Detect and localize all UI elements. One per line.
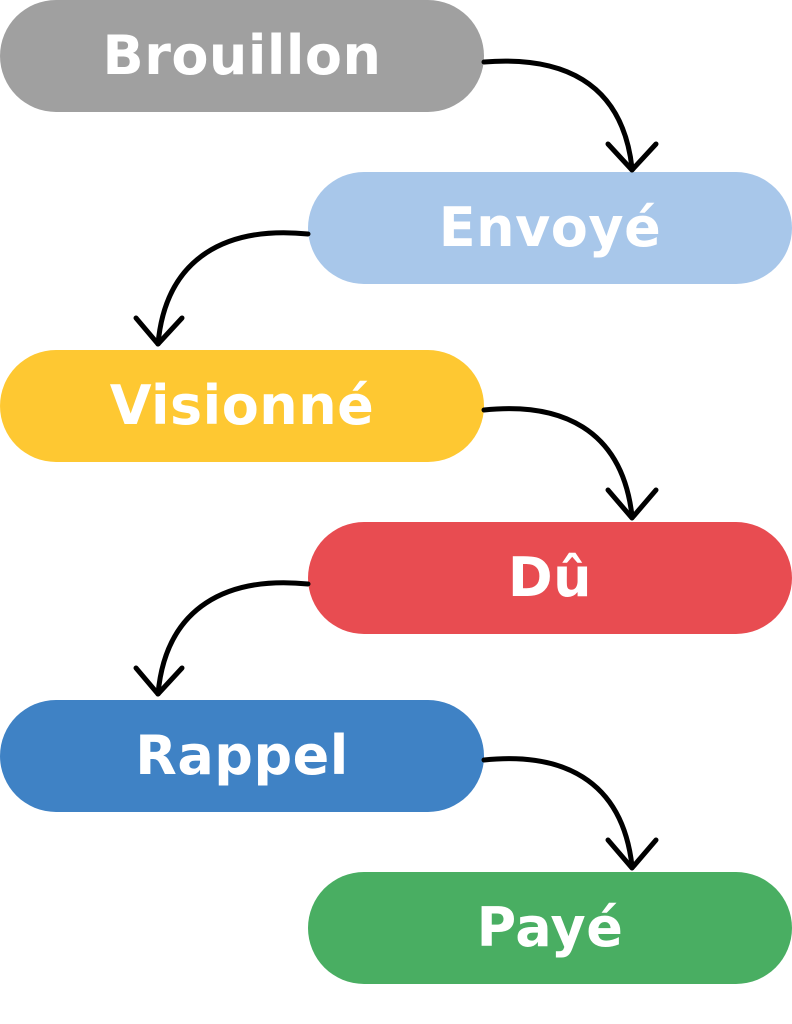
arrow-curved-left-down-icon — [133, 580, 311, 697]
status-step-rappel: Rappel — [0, 700, 484, 812]
status-step-label: Dû — [507, 546, 593, 609]
arrow-curved-left-down-icon — [133, 230, 311, 347]
status-step-label: Visionné — [109, 374, 375, 437]
status-step-envoye: Envoyé — [308, 172, 792, 284]
status-step-label: Rappel — [135, 724, 349, 787]
status-step-label: Payé — [476, 896, 624, 959]
status-step-label: Envoyé — [438, 196, 662, 259]
status-step-visionne: Visionné — [0, 350, 484, 462]
status-step-brouillon: Brouillon — [0, 0, 484, 112]
arrow-curved-right-down-icon — [481, 406, 659, 521]
arrow-curved-right-down-icon — [481, 58, 659, 173]
status-step-paye: Payé — [308, 872, 792, 984]
status-step-label: Brouillon — [102, 24, 382, 87]
arrow-curved-right-down-icon — [481, 756, 659, 871]
status-step-du: Dû — [308, 522, 792, 634]
